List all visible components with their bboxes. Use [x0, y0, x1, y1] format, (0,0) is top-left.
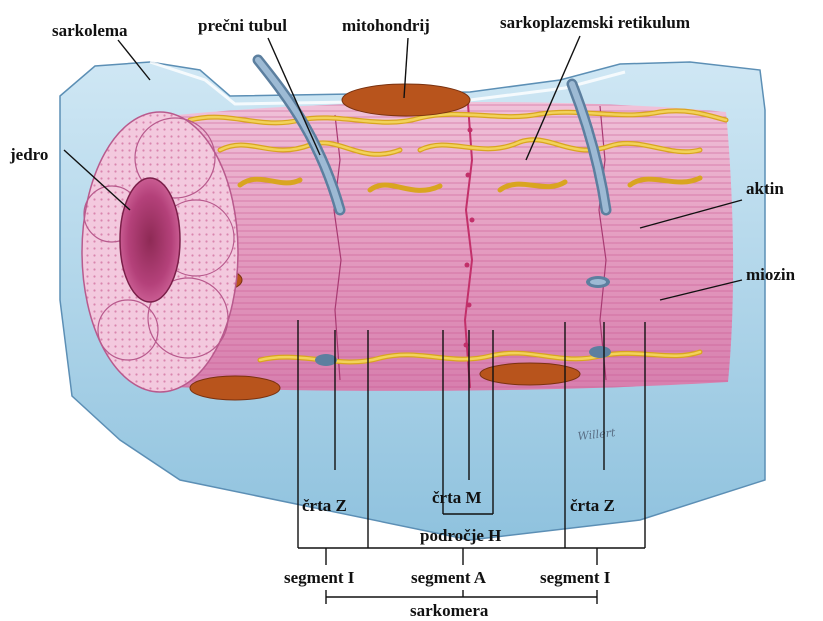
- label-segment-i-left: segment I: [284, 568, 355, 587]
- label-sarkomera: sarkomera: [410, 601, 489, 620]
- label-mitohondrij: mitohondrij: [342, 16, 430, 35]
- nucleus: [120, 178, 180, 302]
- label-precni-tubul: prečni tubul: [198, 16, 287, 35]
- label-sarkolema: sarkolema: [52, 21, 128, 40]
- label-crta-z-left: črta Z: [302, 496, 347, 515]
- label-miozin: miozin: [746, 265, 796, 284]
- label-segment-a: segment A: [411, 568, 487, 587]
- label-crta-z-right: črta Z: [570, 496, 615, 515]
- label-aktin: aktin: [746, 179, 784, 198]
- label-jedro: jedro: [9, 145, 48, 164]
- label-crta-m: črta M: [432, 488, 482, 507]
- label-sarkoplazemski-retikulum: sarkoplazemski retikulum: [500, 13, 690, 32]
- label-podrocje-h: področje H: [420, 526, 501, 545]
- label-segment-i-right: segment I: [540, 568, 611, 587]
